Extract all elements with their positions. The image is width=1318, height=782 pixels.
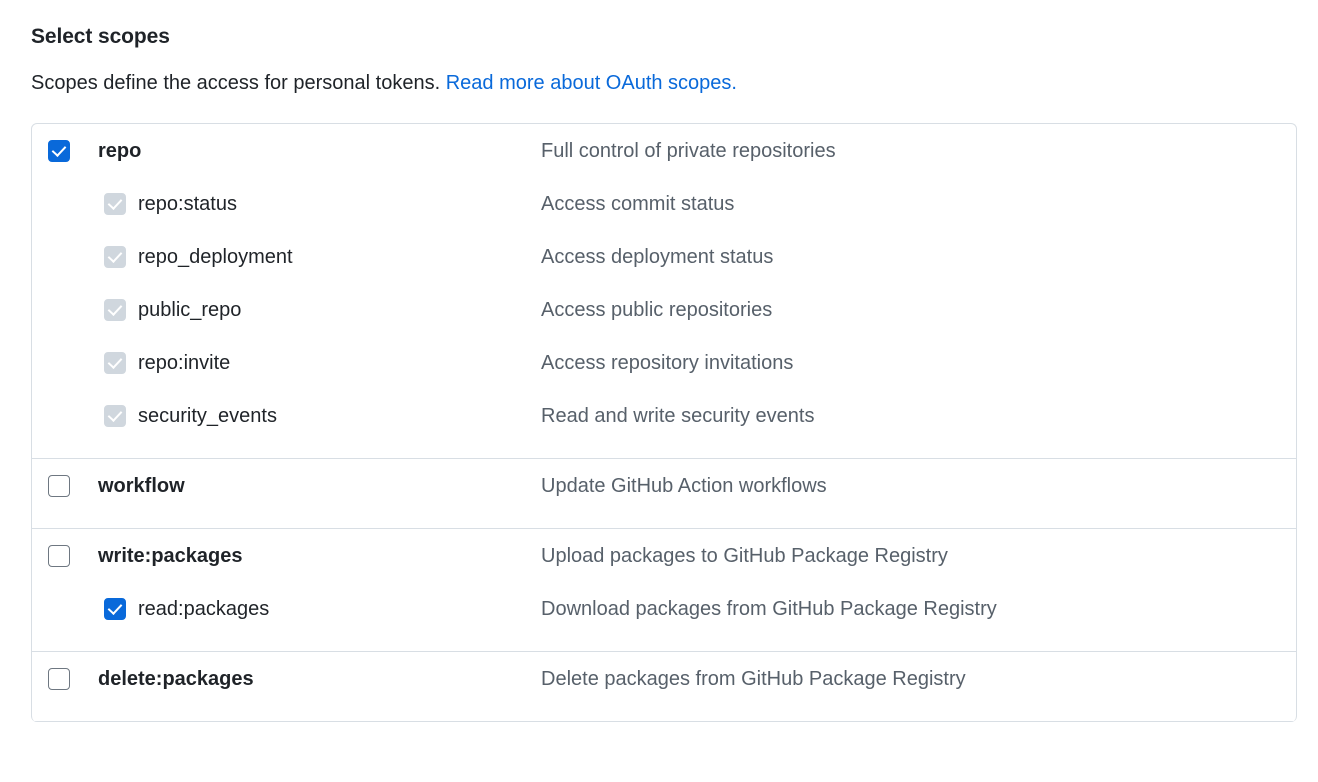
scope-name: security_events [138, 405, 277, 428]
checkbox-cell [48, 244, 126, 269]
oauth-scopes-link[interactable]: Read more about OAuth scopes. [445, 72, 737, 95]
scope-checkbox-write:packages[interactable] [48, 545, 70, 568]
scope-row[interactable]: public_repo Access public repositories [32, 297, 1296, 337]
checkbox-cell [48, 138, 86, 163]
scope-group: repo Full control of private repositories… [32, 124, 1296, 460]
scope-description: Download packages from GitHub Package Re… [541, 598, 997, 621]
scope-name: workflow [98, 475, 185, 498]
scope-description: Access deployment status [541, 246, 774, 269]
scope-row[interactable]: repo_deployment Access deployment status [32, 244, 1296, 284]
checkbox-cell [48, 473, 86, 498]
scope-description: Read and write security events [541, 405, 815, 428]
scope-row[interactable]: delete:packages Delete packages from GitH… [32, 666, 1296, 706]
checkbox-cell [48, 403, 126, 428]
scope-name: read:packages [138, 598, 270, 621]
scope-group: delete:packages Delete packages from GitH… [32, 652, 1296, 723]
scope-row[interactable]: security_events Read and write security e… [32, 403, 1296, 443]
page-description-text: Scopes define the access for personal to… [31, 72, 441, 95]
scope-description: Access commit status [541, 193, 735, 216]
scope-name: delete:packages [98, 668, 254, 691]
select-scopes-page: Select scopes Scopes define the access f… [0, 0, 1318, 722]
scope-checkbox-repo_deployment [104, 246, 126, 269]
checkbox-cell [48, 350, 126, 375]
scope-row[interactable]: repo Full control of private repositories [32, 138, 1296, 178]
scope-checkbox-repo:invite [104, 352, 126, 375]
scope-description: Update GitHub Action workflows [541, 475, 827, 498]
scope-row[interactable]: repo:status Access commit status [32, 191, 1296, 231]
page-description: Scopes define the access for personal to… [31, 68, 1318, 98]
checkbox-cell [48, 596, 126, 621]
scope-description: Upload packages to GitHub Package Regist… [541, 545, 948, 568]
scope-row[interactable]: workflow Update GitHub Action workflows [32, 473, 1296, 513]
scope-checkbox-security_events [104, 405, 126, 428]
scope-description: Access public repositories [541, 299, 773, 322]
scope-checkbox-repo:status [104, 193, 126, 216]
scope-row[interactable]: write:packages Upload packages to GitHub … [32, 543, 1296, 583]
checkbox-cell [48, 191, 126, 216]
scopes-list: repo Full control of private repositories… [31, 123, 1297, 723]
scope-name: public_repo [138, 299, 242, 322]
checkbox-cell [48, 543, 86, 568]
scope-checkbox-public_repo [104, 299, 126, 322]
scope-checkbox-read:packages[interactable] [104, 598, 126, 621]
scope-group: write:packages Upload packages to GitHub … [32, 529, 1296, 653]
scope-group: workflow Update GitHub Action workflows [32, 459, 1296, 530]
scope-row[interactable]: repo:invite Access repository invitations [32, 350, 1296, 390]
scope-name: repo:invite [138, 352, 231, 375]
scope-checkbox-repo[interactable] [48, 140, 70, 163]
scope-name: repo:status [138, 193, 237, 216]
scope-row[interactable]: read:packages Download packages from GitH… [32, 596, 1296, 636]
checkbox-cell [48, 666, 86, 691]
scope-name: repo_deployment [138, 246, 293, 269]
scope-checkbox-workflow[interactable] [48, 475, 70, 498]
scope-description: Full control of private repositories [541, 140, 836, 163]
scope-description: Delete packages from GitHub Package Regi… [541, 668, 966, 691]
page-title: Select scopes [31, 25, 170, 48]
scope-name: repo [98, 140, 142, 163]
scope-checkbox-delete:packages[interactable] [48, 668, 70, 691]
scope-name: write:packages [98, 545, 243, 568]
checkbox-cell [48, 297, 126, 322]
scope-description: Access repository invitations [541, 352, 794, 375]
